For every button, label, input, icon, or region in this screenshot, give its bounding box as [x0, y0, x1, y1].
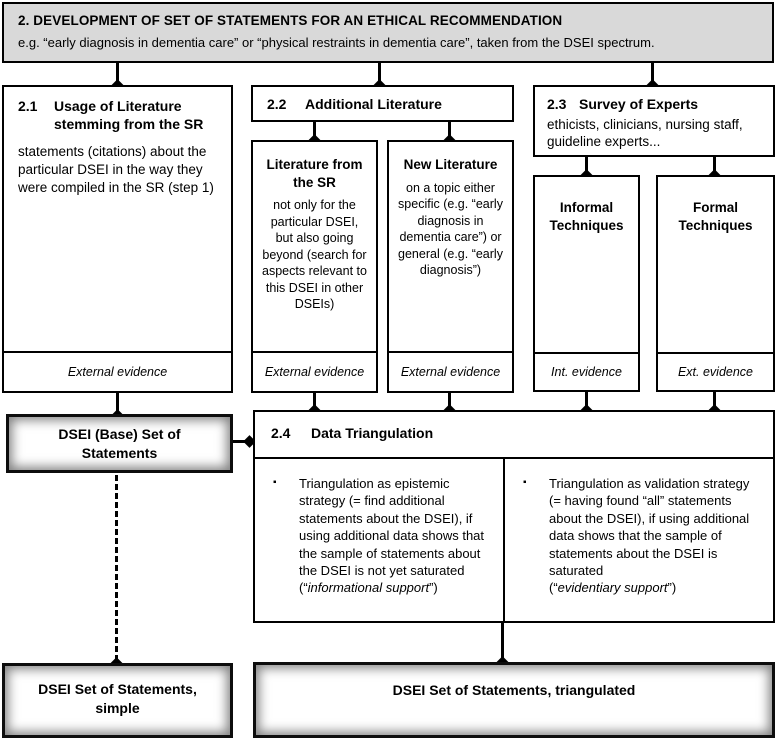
box-2-4-data-triangulation: 2.4 Data Triangulation ▪ Triangulation a…	[253, 410, 775, 623]
box-2-3-number: 2.3	[547, 96, 567, 112]
connector-line	[448, 393, 451, 413]
informal-techniques-footer: Int. evidence	[535, 352, 638, 390]
connector-line	[448, 121, 451, 143]
new-literature-body: on a topic either specific (e.g. “early …	[398, 180, 503, 278]
bullet-left-text: Triangulation as epistemic strategy (= f…	[299, 475, 491, 597]
box-2-4-title: Data Triangulation	[311, 425, 434, 441]
box-formal-techniques: Formal Techniques Ext. evidence	[656, 175, 775, 392]
bullet-left-italic: informational support	[307, 580, 430, 596]
connector-line	[313, 121, 316, 143]
dashed-connector-line	[115, 475, 118, 661]
literature-from-sr-title: Literature from the SR	[266, 157, 363, 190]
bullet-left-main: Triangulation as epistemic strategy (= f…	[299, 476, 485, 579]
box-dsei-set-simple: DSEI Set of Statements, simple	[2, 663, 233, 738]
box-2-1-number: 2.1	[18, 98, 38, 114]
dsei-set-triangulated-label: DSEI Set of Statements, triangulated	[392, 682, 636, 698]
connector-line	[313, 393, 316, 413]
paren-open: (“	[299, 580, 308, 596]
connector-line	[501, 623, 504, 662]
header-title: 2. DEVELOPMENT OF SET OF STATEMENTS FOR …	[18, 13, 563, 28]
divider	[255, 457, 773, 459]
box-dsei-set-triangulated: DSEI Set of Statements, triangulated	[253, 662, 775, 738]
box-2-1-body: statements (citations) about the particu…	[18, 144, 214, 195]
box-informal-techniques: Informal Techniques Int. evidence	[533, 175, 640, 392]
header-subtitle: e.g. “early diagnosis in dementia care” …	[18, 35, 655, 50]
box-2-2-title: Additional Literature	[305, 96, 442, 112]
connector-line	[585, 156, 588, 178]
new-literature-title: New Literature	[403, 157, 498, 172]
bullet-right-paren: (“evidentiary support”)	[549, 579, 761, 596]
formal-techniques-title: Formal Techniques	[678, 200, 753, 233]
box-2-2-additional-literature: 2.2 Additional Literature	[251, 85, 514, 122]
paren-close: ”)	[429, 580, 438, 596]
header-box: 2. DEVELOPMENT OF SET OF STATEMENTS FOR …	[2, 2, 774, 63]
connector-line	[713, 392, 716, 413]
box-new-literature: New Literature on a topic either specifi…	[387, 140, 514, 393]
box-2-3-title: Survey of Experts	[579, 96, 699, 112]
bullet-right-italic: evidentiary support	[557, 580, 668, 596]
connector-line	[378, 63, 381, 87]
box-2-2-number: 2.2	[267, 96, 287, 112]
dsei-set-simple-label: DSEI Set of Statements, simple	[38, 681, 197, 716]
literature-from-sr-body: not only for the particular DSEI, but al…	[262, 198, 367, 312]
box-2-4-number: 2.4	[271, 425, 291, 441]
box-2-1-title: Usage of Literature stemming from the SR	[54, 98, 204, 132]
connector-line	[651, 63, 654, 87]
bullet-right-text: Triangulation as validation strategy (= …	[549, 475, 761, 597]
box-dsei-base-set: DSEI (Base) Set of Statements	[6, 414, 233, 473]
box-2-3-body: ethicists, clinicians, nursing staff, gu…	[547, 116, 743, 150]
connector-line	[116, 393, 119, 417]
box-literature-from-sr: Literature from the SR not only for the …	[251, 140, 378, 393]
bullet-right-main: Triangulation as validation strategy (= …	[549, 476, 750, 579]
dsei-base-set-label: DSEI (Base) Set of Statements	[58, 425, 181, 461]
connector-line	[116, 63, 119, 87]
paren-close: ”)	[667, 580, 677, 596]
literature-from-sr-footer: External evidence	[253, 351, 376, 391]
bullet-left-paren: (“informational support”)	[299, 579, 491, 596]
informal-techniques-title: Informal Techniques	[549, 200, 624, 233]
connector-line	[585, 392, 588, 413]
formal-techniques-footer: Ext. evidence	[658, 352, 773, 390]
paren-open: (“	[549, 580, 558, 596]
box-2-1-footer: External evidence	[4, 351, 231, 391]
box-2-1-usage-of-literature: 2.1 Usage of Literature stemming from th…	[2, 85, 233, 393]
box-2-3-survey-of-experts: 2.3 Survey of Experts ethicists, clinici…	[533, 85, 775, 157]
bullet-icon: ▪	[273, 477, 277, 488]
bullet-icon: ▪	[523, 477, 527, 488]
connector-line	[713, 156, 716, 178]
new-literature-footer: External evidence	[389, 351, 512, 391]
